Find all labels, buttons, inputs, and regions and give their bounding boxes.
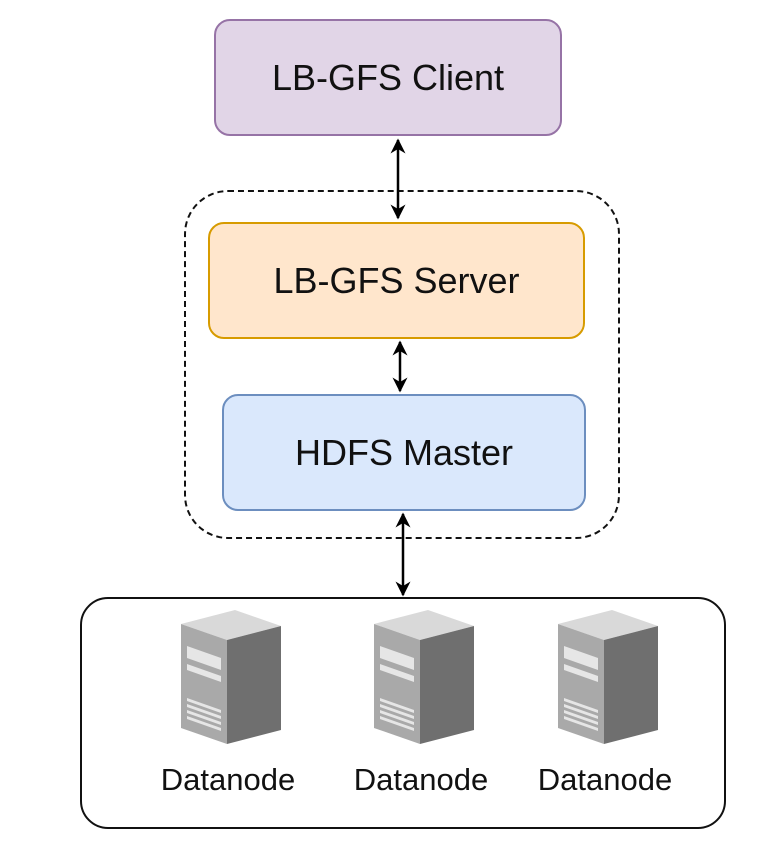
datanode-label: Datanode (537, 762, 673, 797)
datanode-label: Datanode (353, 762, 489, 797)
server-tower-icon (374, 610, 474, 744)
datanode-3: Datanode (515, 606, 695, 806)
hdfs-master-box: HDFS Master (222, 394, 586, 511)
server-tower-icon (558, 610, 658, 744)
lb-gfs-client-box: LB-GFS Client (214, 19, 562, 136)
datanode-2: Datanode (331, 606, 511, 806)
datanode-1: Datanode (138, 606, 318, 806)
server-tower-icon (181, 610, 281, 744)
datanode-cluster (80, 597, 726, 829)
datanode-label: Datanode (160, 762, 296, 797)
lb-gfs-server-box: LB-GFS Server (208, 222, 585, 339)
